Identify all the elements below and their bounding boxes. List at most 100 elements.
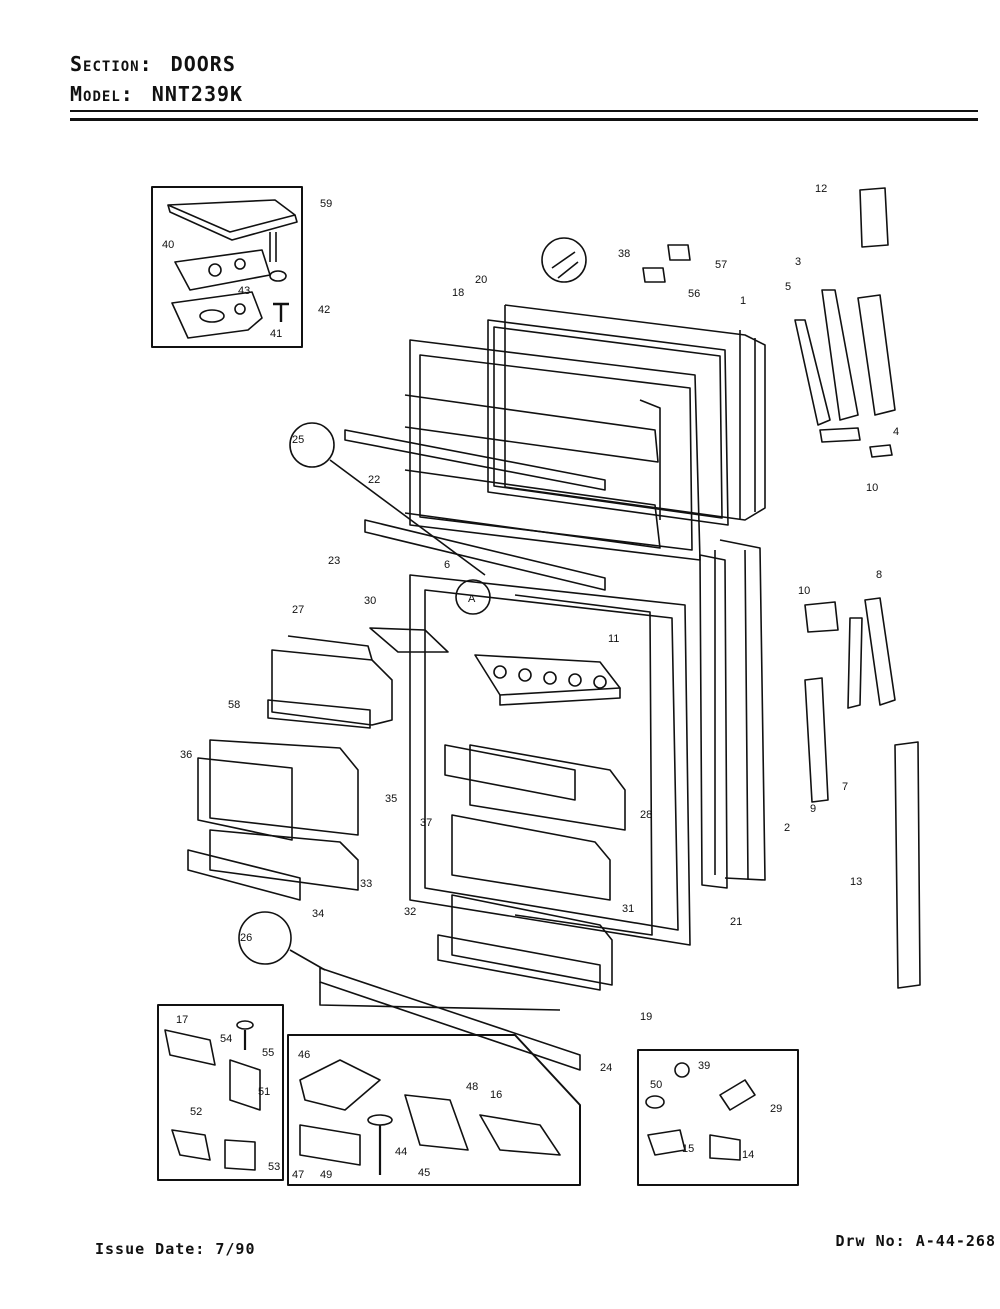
callout-42: 42 [318,304,330,316]
shim-hole [199,309,225,323]
section-label: Section: [70,52,153,76]
shelf-front-32 [437,934,601,991]
detail-circle-a [455,579,491,615]
egg-tray-edge [499,688,621,706]
callout-50: 50 [650,1079,662,1091]
callout-35: 35 [385,793,397,805]
egg-cup [568,673,582,687]
bottom-trim-24 [319,967,581,1071]
callout-26: 26 [240,932,252,944]
callout-54: 54 [220,1033,232,1045]
bracket-9 [804,677,829,803]
callout-46: 46 [298,1049,310,1061]
callout-21: 21 [730,916,742,928]
callout-30: 30 [364,595,376,607]
shelf-bar-22 [344,429,606,491]
model-line: Model: NNT239K [70,82,243,106]
shim-41 [171,291,263,339]
shelf-front-37 [444,744,576,801]
callout-49: 49 [320,1169,332,1181]
callout-34: 34 [312,908,324,920]
header-rule-top [70,110,978,112]
bin-35 [209,739,359,836]
leader-25 [329,459,486,576]
callout-22: 22 [368,474,380,486]
callout-a: A [468,593,476,605]
callout-9: 9 [810,803,816,815]
callout-48: 48 [466,1081,478,1093]
section-line: Section: DOORS [70,52,236,76]
issue-date: Issue Date: 7/90 [95,1240,256,1258]
plate-10-lower [804,601,839,633]
hinge-hole [208,263,222,277]
egg-cup [493,665,507,679]
hinge-cover-59-edge [167,204,298,241]
plate-52 [171,1129,211,1161]
fresh-food-gasket-21 [699,554,728,889]
callout-20: 20 [475,274,487,286]
screw-42 [273,302,289,322]
callout-32: 32 [404,906,416,918]
hinge-17 [164,1029,216,1066]
issue-date-value: 7/90 [215,1240,256,1258]
callout-31: 31 [622,903,634,915]
fresh-food-liner-inner [424,589,679,931]
freezer-gasket-inner [493,326,723,519]
callout-38: 38 [618,248,630,260]
callout-51: 51 [258,1086,270,1098]
plate-10-upper [869,444,893,458]
issue-date-label: Issue Date: [95,1240,206,1258]
handle-8 [864,597,896,706]
bin-33 [209,829,359,891]
freezer-shelf-upper [404,394,659,463]
plate-16 [479,1114,561,1156]
callout-39: 39 [698,1060,710,1072]
part-57 [667,244,691,261]
callout-4: 4 [893,426,899,438]
drawing-number-label: Drw No: [835,1232,906,1250]
callout-47: 47 [292,1169,304,1181]
part-39 [674,1062,690,1078]
handle-4 [857,294,896,416]
callout-53: 53 [268,1161,280,1173]
inset-top-hinge [151,186,303,348]
hinge-pin [269,232,277,262]
callout-13: 13 [850,876,862,888]
bin-front-34 [187,849,301,901]
inset-hinge-lower [157,1004,284,1181]
trim-strip-13 [894,741,921,989]
egg-tray-11 [474,654,621,696]
fresh-food-door-2 [719,539,766,881]
callout-43: 43 [238,285,250,297]
bottom-trim-front [319,982,561,1011]
hinge-hole [234,258,246,270]
door-shelf-31 [451,814,611,901]
callout-18: 18 [452,287,464,299]
header-rule-bottom [70,118,978,121]
callout-29: 29 [770,1103,782,1115]
drawing-number: Drw No: A-44-268 [836,1232,997,1250]
part-56 [642,267,666,283]
fresh-food-liner-19 [409,574,691,946]
callout-57: 57 [715,259,727,271]
part-50 [645,1095,665,1109]
callout-14: 14 [742,1149,754,1161]
plate-53 [224,1139,256,1171]
egg-cup [518,668,532,682]
callout-56: 56 [688,288,700,300]
dairy-door-top [287,635,373,661]
bracket-48 [404,1094,469,1151]
callout-44: 44 [395,1146,407,1158]
callout-24: 24 [600,1062,612,1074]
detail-circle-26 [238,911,292,965]
callout-19: 19 [640,1011,652,1023]
washer-44 [367,1114,393,1126]
hinge-bracket-3 [821,289,859,421]
callout-8: 8 [876,569,882,581]
detail-circle-25 [289,422,335,468]
callout-16: 16 [490,1089,502,1101]
callout-17: 17 [176,1014,188,1026]
model-label: Model: [70,82,134,106]
freezer-liner-inner [419,354,693,551]
freezer-shelf-side [639,399,661,520]
